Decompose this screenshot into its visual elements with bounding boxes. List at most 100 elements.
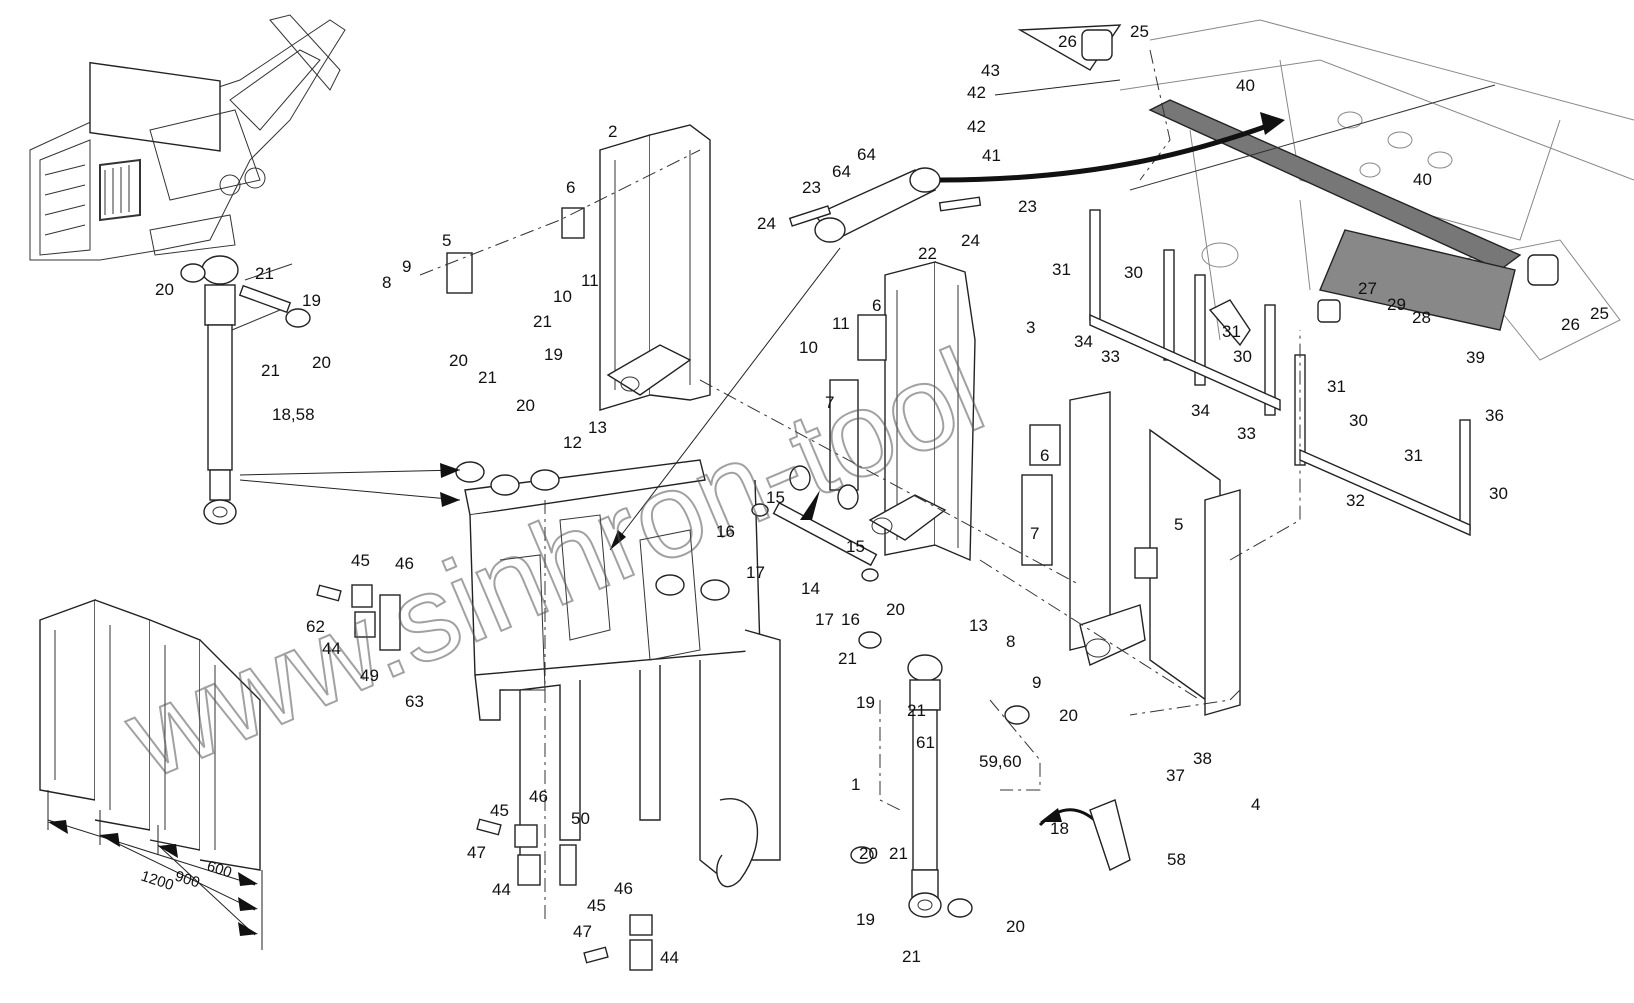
callout-6: 6 [1040, 446, 1049, 465]
callout-46: 46 [529, 787, 548, 806]
callout-10: 10 [799, 338, 818, 357]
callout-15: 15 [766, 488, 785, 507]
callout-30: 30 [1124, 263, 1143, 282]
callout-32: 32 [1346, 491, 1365, 510]
callout-16: 16 [716, 522, 735, 541]
callout-20: 20 [449, 351, 468, 370]
callout-20: 20 [155, 280, 174, 299]
callout-45: 45 [490, 801, 509, 820]
callout-34: 34 [1074, 332, 1093, 351]
callout-18-58: 18,58 [272, 405, 315, 424]
clamp-parts [316, 584, 653, 971]
callout-36: 36 [1485, 406, 1504, 425]
frame-part-2 [446, 124, 711, 411]
callout-13: 13 [969, 616, 988, 635]
width-variants-illustration [39, 599, 261, 871]
assembly-dashed-lines [419, 49, 1301, 920]
callout-21: 21 [533, 312, 552, 331]
callout-8: 8 [382, 273, 391, 292]
callout-46: 46 [614, 879, 633, 898]
machine-frame-upper-right [1017, 19, 1634, 361]
cylinder-22 [788, 167, 982, 243]
callout-25: 25 [1130, 22, 1149, 41]
callout-42: 42 [967, 117, 986, 136]
hydraulic-cylinder-upper [180, 255, 311, 525]
callout-27: 27 [1358, 279, 1377, 298]
callout-58: 58 [1167, 850, 1186, 869]
callout-47: 47 [573, 922, 592, 941]
callout-29: 29 [1387, 295, 1406, 314]
callout-17: 17 [815, 610, 834, 629]
callout-44: 44 [492, 880, 511, 899]
callout-4: 4 [1251, 795, 1260, 814]
callout-12: 12 [563, 433, 582, 452]
dimension-lines [47, 790, 263, 950]
callout-20: 20 [859, 844, 878, 863]
callout-14: 14 [801, 579, 820, 598]
callout-19: 19 [544, 345, 563, 364]
callout-20: 20 [1006, 917, 1025, 936]
callout-59-60: 59,60 [979, 752, 1022, 771]
callout-6: 6 [566, 178, 575, 197]
callout-40: 40 [1413, 170, 1432, 189]
pin-assembly-14 [751, 465, 879, 582]
callout-2: 2 [608, 122, 617, 141]
callout-19: 19 [856, 910, 875, 929]
callout-21: 21 [889, 844, 908, 863]
arrows [239, 79, 1496, 871]
callout-15: 15 [846, 537, 865, 556]
callout-1: 1 [851, 775, 860, 794]
callout-43: 43 [981, 61, 1000, 80]
callout-61: 61 [916, 733, 935, 752]
callout-37: 37 [1166, 766, 1185, 785]
callout-5: 5 [442, 231, 451, 250]
callout-30: 30 [1349, 411, 1368, 430]
callout-49: 49 [360, 666, 379, 685]
callout-21: 21 [255, 264, 274, 283]
callout-19: 19 [856, 693, 875, 712]
callout-64: 64 [857, 145, 876, 164]
callout-labels: 2 6 5 9 8 10 11 21 19 20 21 20 18,58 21 … [155, 22, 1609, 967]
callout-25: 25 [1590, 304, 1609, 323]
callout-3: 3 [1026, 318, 1035, 337]
callout-63: 63 [405, 692, 424, 711]
callout-20: 20 [312, 353, 331, 372]
callout-20: 20 [886, 600, 905, 619]
callout-44: 44 [660, 948, 679, 967]
callout-7: 7 [825, 393, 834, 412]
callout-21: 21 [261, 361, 280, 380]
dimension-1200: 1200 [139, 868, 176, 894]
dimension-600: 600 [205, 858, 234, 882]
callout-45: 45 [351, 551, 370, 570]
callout-10: 10 [553, 287, 572, 306]
callout-40: 40 [1236, 76, 1255, 95]
frame-part-1 [455, 459, 781, 888]
callout-41: 41 [982, 146, 1001, 165]
callout-39: 39 [1466, 348, 1485, 367]
callout-33: 33 [1237, 424, 1256, 443]
callout-46: 46 [395, 554, 414, 573]
callout-64: 64 [832, 162, 851, 181]
callout-23: 23 [802, 178, 821, 197]
callout-42: 42 [967, 83, 986, 102]
callout-62: 62 [306, 617, 325, 636]
callout-9: 9 [1032, 673, 1041, 692]
callout-44: 44 [322, 639, 341, 658]
callout-21: 21 [838, 649, 857, 668]
callout-38: 38 [1193, 749, 1212, 768]
callout-8: 8 [1006, 632, 1015, 651]
callout-6: 6 [872, 296, 881, 315]
dimension-900: 900 [173, 868, 202, 892]
callout-21: 21 [478, 368, 497, 387]
callout-5: 5 [1174, 515, 1183, 534]
callout-16: 16 [841, 610, 860, 629]
callout-31: 31 [1404, 446, 1423, 465]
callout-26: 26 [1561, 315, 1580, 334]
callout-23: 23 [1018, 197, 1037, 216]
callout-26: 26 [1058, 32, 1077, 51]
callout-19: 19 [302, 291, 321, 310]
callout-11: 11 [832, 314, 850, 333]
frame-part-4 [1021, 391, 1241, 716]
callout-20: 20 [516, 396, 535, 415]
